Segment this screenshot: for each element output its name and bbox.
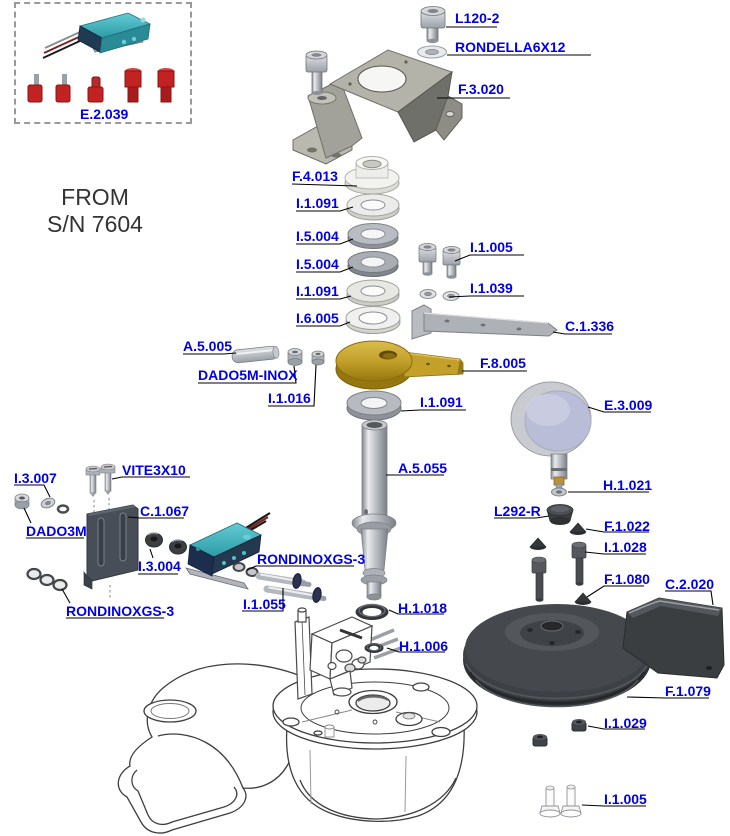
- nut-i1016: [311, 350, 325, 366]
- inset-kit-box: [14, 2, 192, 124]
- arm-c1336: [411, 304, 558, 340]
- washer-h1021: [551, 487, 567, 497]
- bracket-f3020: [292, 49, 463, 165]
- screws-i1005-top: [418, 243, 461, 279]
- oring-h1018: [355, 603, 389, 620]
- nut-dado5m: [287, 348, 303, 366]
- pin-a5005: [231, 345, 280, 364]
- leader-lines: [14, 26, 714, 807]
- part-label-i3004[interactable]: I.3.004: [138, 558, 181, 574]
- part-label-e2039[interactable]: E.2.039: [80, 106, 129, 122]
- terminal-small-1: [27, 74, 43, 103]
- bracket-screw: [305, 50, 328, 95]
- part-label-rondella6x12[interactable]: RONDELLA6X12: [455, 39, 566, 55]
- part-label-dado5m-inox[interactable]: DADO5M-INOX: [198, 367, 298, 383]
- washers-rondinox-center: [232, 562, 259, 577]
- part-label-l120-2[interactable]: L120-2: [455, 10, 500, 26]
- bushing-f4013: [344, 156, 400, 195]
- screws-i1028: [531, 541, 587, 602]
- part-label-h1006[interactable]: H.1.006: [399, 638, 449, 654]
- cone-f1022: [569, 522, 587, 535]
- microswitch-kit-inset: [27, 12, 175, 103]
- part-label-e3009[interactable]: E.3.009: [604, 397, 653, 413]
- part-label-f8005[interactable]: F.8.005: [480, 355, 526, 371]
- part-label-i5004-1[interactable]: I.5.004: [296, 228, 339, 244]
- machine-body: [117, 663, 478, 834]
- part-label-i6005[interactable]: I.6.005: [296, 310, 339, 326]
- part-label-f1080[interactable]: F.1.080: [604, 571, 650, 587]
- part-label-f1079[interactable]: F.1.079: [665, 683, 711, 699]
- cover-c2020: [622, 597, 725, 679]
- knob-l292r: [546, 504, 574, 525]
- pins-i1055: [255, 572, 327, 603]
- part-label-i1016[interactable]: I.1.016: [268, 390, 311, 406]
- part-label-c1336[interactable]: C.1.336: [565, 318, 615, 334]
- screw-l120-2: [420, 6, 446, 44]
- spindle-a5055: [351, 419, 397, 601]
- part-label-a5055[interactable]: A.5.055: [398, 460, 448, 476]
- part-label-c2020[interactable]: C.2.020: [665, 576, 715, 592]
- washers-i1039: [419, 289, 460, 301]
- part-label-c1067[interactable]: C.1.067: [140, 503, 190, 519]
- serial-note: FROM S/N 7604: [25, 184, 165, 238]
- part-label-i3007[interactable]: I.3.007: [14, 470, 57, 486]
- washer-i5004-1: [347, 223, 399, 249]
- part-label-h1021[interactable]: H.1.021: [603, 477, 653, 493]
- terminal-mid: [87, 76, 104, 103]
- valve-assembly: [294, 607, 402, 700]
- part-label-f3020[interactable]: F.3.020: [458, 81, 504, 97]
- part-label-rondinoxgs3-center[interactable]: RONDINOXGS-3: [257, 551, 366, 567]
- washers-rondinox-left: [26, 567, 68, 592]
- washer-i5004-2: [347, 251, 399, 277]
- gauge-e3009: [510, 381, 592, 490]
- part-label-vite3x10[interactable]: VITE3X10: [122, 462, 186, 478]
- part-label-i1028[interactable]: I.1.028: [604, 539, 647, 555]
- cone-f1080: [574, 592, 592, 605]
- washer-stack: [345, 193, 401, 334]
- part-label-f4013[interactable]: F.4.013: [292, 168, 338, 184]
- part-label-dado3m[interactable]: DADO3M: [26, 523, 87, 539]
- washer-rondella6x12: [417, 45, 447, 59]
- cam-f8005: [335, 340, 464, 390]
- serial-note-line1: FROM: [61, 184, 129, 210]
- part-label-i1005-bottom[interactable]: I.1.005: [604, 791, 647, 807]
- part-label-i1091-2[interactable]: I.1.091: [296, 283, 339, 299]
- plate-c1067: [83, 504, 139, 590]
- nuts-i3007: [14, 493, 70, 514]
- part-label-h1018[interactable]: H.1.018: [398, 600, 448, 616]
- part-label-rondinoxgs3-left[interactable]: RONDINOXGS-3: [66, 603, 175, 619]
- terminal-large-2: [157, 68, 175, 103]
- part-label-i1091-1[interactable]: I.1.091: [296, 195, 339, 211]
- nuts-i1029: [532, 719, 587, 747]
- washer-i1091-1: [346, 193, 400, 221]
- cone-extra: [529, 537, 547, 550]
- part-label-i1005-top[interactable]: I.1.005: [470, 239, 513, 255]
- serial-note-line2: S/N 7604: [47, 211, 143, 237]
- part-label-l292r[interactable]: L292-R: [494, 503, 541, 519]
- part-label-i1039[interactable]: I.1.039: [470, 280, 513, 296]
- screws-i1005-bottom: [539, 784, 582, 818]
- part-label-i1029[interactable]: I.1.029: [604, 715, 647, 731]
- microswitch-main: [185, 512, 271, 590]
- terminal-small-2: [55, 74, 71, 103]
- terminal-large-1: [124, 68, 142, 103]
- grommets-i3004: [145, 532, 187, 555]
- washer-i1091-3: [346, 390, 402, 421]
- oring-h1006: [364, 643, 384, 653]
- part-label-a5005[interactable]: A.5.005: [183, 338, 233, 354]
- pulley-f1079: [463, 604, 651, 708]
- washer-i6005: [345, 306, 401, 334]
- part-label-f1022[interactable]: F.1.022: [604, 518, 650, 534]
- part-label-i1091-3[interactable]: I.1.091: [420, 394, 463, 410]
- part-label-i1055[interactable]: I.1.055: [243, 596, 286, 612]
- part-label-i5004-2[interactable]: I.5.004: [296, 256, 339, 272]
- washer-i1091-2: [346, 279, 400, 307]
